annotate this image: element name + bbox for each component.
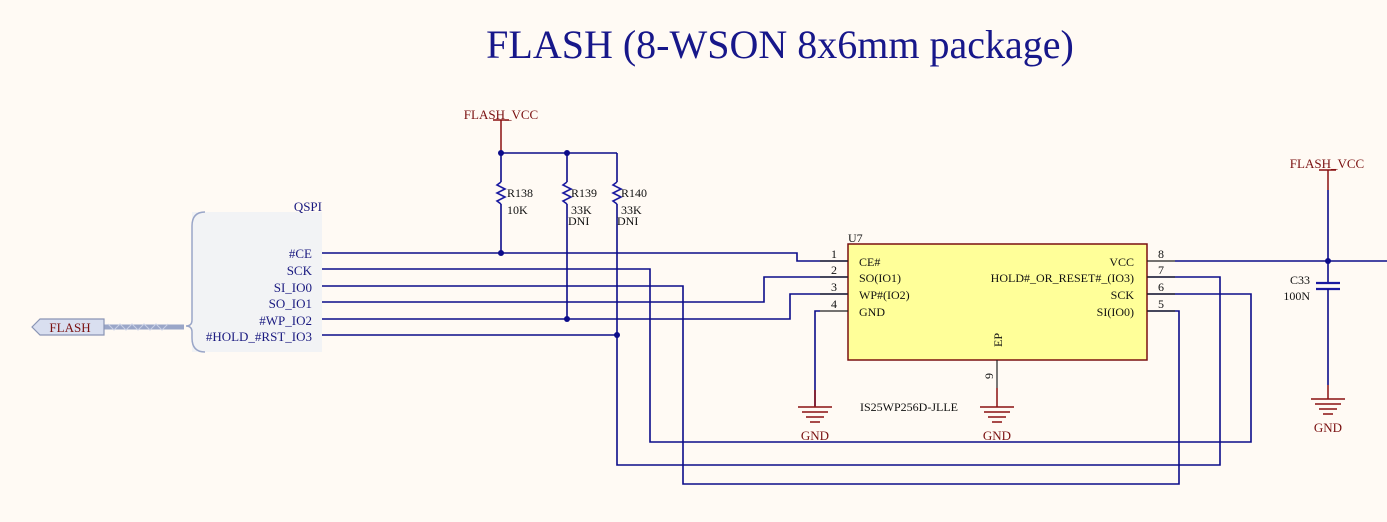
qspi-harness: QSPI #CE SCK SI_IO0 SO_IO1 #WP_IO2 #HOLD…	[185, 199, 322, 353]
harness-signal-so-io1: SO_IO1	[269, 296, 312, 311]
harness-signal-si-io0: SI_IO0	[274, 280, 312, 295]
r140-note: DNI	[617, 214, 638, 228]
ic-part-number: IS25WP256D-JLLE	[860, 400, 958, 414]
harness-name: QSPI	[294, 199, 322, 214]
vcc-label-right: FLASH_VCC	[1290, 156, 1364, 171]
r138-ref: R138	[507, 186, 533, 200]
gnd-label-1: GND	[801, 428, 829, 443]
pin-2-number: 2	[831, 263, 837, 277]
r138-value: 10K	[507, 203, 528, 217]
harness-signal-ce: #CE	[289, 246, 312, 261]
harness-signal-wp-io2: #WP_IO2	[259, 313, 312, 328]
decoupling: FLASH_VCC C33 100N	[1175, 156, 1387, 385]
ep-label: EP	[991, 333, 1005, 347]
pullup-network: FLASH_VCC R138 10K R139 33K DNI R140 33K…	[464, 107, 647, 338]
flash-port-label: FLASH	[49, 320, 90, 335]
pin-8-number: 8	[1158, 247, 1164, 261]
harness-signal-hold-io3: #HOLD_#RST_IO3	[206, 329, 312, 344]
r139-ref: R139	[571, 186, 597, 200]
pin-6-name: SCK	[1111, 288, 1135, 302]
pin-8-name: VCC	[1109, 255, 1134, 269]
pin-7-name: HOLD#_OR_RESET#_(IO3)	[991, 271, 1134, 285]
pin-7-number: 7	[1158, 263, 1164, 277]
pin-3-name: WP#(IO2)	[859, 288, 910, 302]
page-title: FLASH (8-WSON 8x6mm package)	[486, 22, 1074, 67]
vcc-label-top: FLASH_VCC	[464, 107, 538, 122]
flash-port: FLASH	[31, 318, 184, 336]
gnd-connections: GND GND GND	[798, 310, 1345, 443]
ic-u7: U7 1 2 3 4 CE# SO(IO1) WP#(IO2) GND 8 7 …	[820, 231, 1175, 414]
pin-1-number: 1	[831, 247, 837, 261]
pin-5-name: SI(IO0)	[1097, 305, 1134, 319]
r139-note: DNI	[568, 214, 589, 228]
pin-2-name: SO(IO1)	[859, 271, 901, 285]
r139-value: 33K	[571, 203, 592, 217]
pin-4-number: 4	[831, 297, 837, 311]
ic-ref: U7	[848, 231, 863, 245]
r140-value: 33K	[621, 203, 642, 217]
pin-9-number: 9	[982, 373, 996, 379]
pin-3-number: 3	[831, 280, 837, 294]
gnd-label-2: GND	[983, 428, 1011, 443]
signal-wires	[322, 252, 1252, 485]
ic-body	[847, 243, 1148, 361]
pin-4-name: GND	[859, 305, 885, 319]
pin-1-name: CE#	[859, 255, 880, 269]
r140-ref: R140	[621, 186, 647, 200]
gnd-label-3: GND	[1314, 420, 1342, 435]
c33-value: 100N	[1283, 289, 1310, 303]
pin-5-number: 5	[1158, 297, 1164, 311]
pin-6-number: 6	[1158, 280, 1164, 294]
c33-ref: C33	[1290, 273, 1310, 287]
harness-signal-sck: SCK	[287, 263, 313, 278]
